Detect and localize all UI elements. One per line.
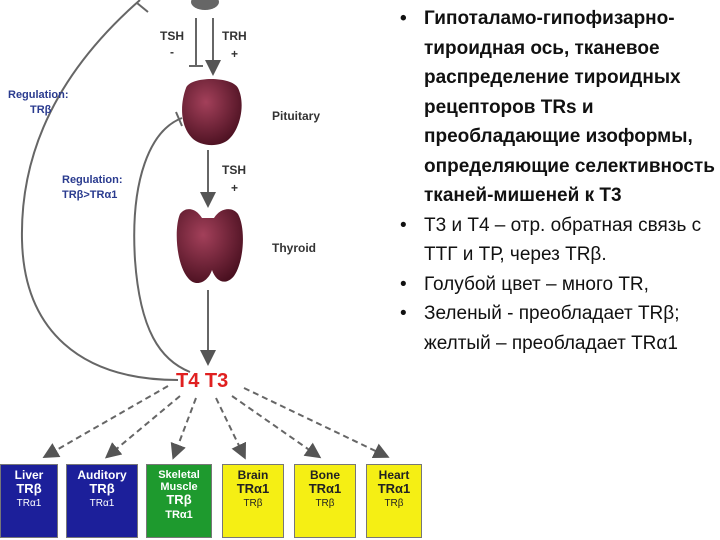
thyroid-label: Thyroid <box>272 241 316 255</box>
regulation1-line1: Regulation: <box>8 89 69 101</box>
thyroid-shape <box>176 209 243 284</box>
tissue-box-skeletal-muscle: Skeletal Muscle TRβ TRα1 <box>146 464 212 538</box>
tissue-box-bone: Bone TRα1 TRβ <box>294 464 356 538</box>
trh-label: TRH <box>222 29 247 43</box>
tsh-top-sign: - <box>170 45 174 59</box>
tissue-primary-receptor: TRα1 <box>308 481 342 497</box>
tissue-name: Skeletal Muscle <box>158 469 200 494</box>
tissue-name: Heart <box>378 468 410 482</box>
bullet-text: Голубой цвет – много TR, <box>424 273 649 295</box>
bullet-text: Т3 и Т4 – отр. обратная связь с ТТГ и ТР… <box>424 214 702 266</box>
tissue-box-auditory: Auditory TRβ TRα1 <box>66 464 138 538</box>
feedback-curve-outer <box>20 0 179 381</box>
bullet-text: Гипоталамо-гипофизарно-тироидная ось, тк… <box>424 8 715 206</box>
trh-sign: + <box>231 47 238 61</box>
bullet-item: •Т3 и Т4 – отр. обратная связь с ТТГ и Т… <box>400 214 702 266</box>
pituitary-shape <box>182 79 242 146</box>
tissue-secondary-receptor: TRα1 <box>165 509 193 522</box>
distribution-arrows <box>42 385 390 460</box>
tissue-primary-receptor: TRβ <box>16 481 42 497</box>
bullet-item: •Гипоталамо-гипофизарно-тироидная ось, т… <box>400 8 715 206</box>
tissue-secondary-receptor: TRβ <box>243 498 263 510</box>
tsh-top-label: TSH <box>160 29 184 43</box>
pituitary-label: Pituitary <box>272 109 320 123</box>
regulation1-line2: TRβ <box>30 104 52 116</box>
tissue-primary-receptor: TRβ <box>166 492 192 508</box>
tissue-box-brain: Brain TRα1 TRβ <box>222 464 284 538</box>
bullet-list: •Гипоталамо-гипофизарно-тироидная ось, т… <box>392 4 718 358</box>
tissue-name: Bone <box>310 468 340 482</box>
tissue-primary-receptor: TRα1 <box>236 481 270 497</box>
tissue-box-heart: Heart TRα1 TRβ <box>366 464 422 538</box>
tissue-primary-receptor: TRα1 <box>377 481 411 497</box>
tissue-secondary-receptor: TRα1 <box>89 498 115 510</box>
feedback-curve-inner <box>133 117 191 373</box>
bullet-item: •Зеленый - преобладает TRβ; желтый – пре… <box>400 303 680 354</box>
tissue-secondary-receptor: TRα1 <box>16 498 42 510</box>
tissue-name: Auditory <box>77 468 127 482</box>
tsh-mid-label: TSH <box>222 163 246 177</box>
thyroid-axis-diagram: TSH - TRH + Pituitary Regulation: TRβ Re… <box>8 0 390 460</box>
regulation2-line2: TRβ>TRα1 <box>62 189 117 201</box>
tissue-name: Brain <box>237 468 269 482</box>
tissue-primary-receptor: TRβ <box>89 481 115 497</box>
bullet-text: Зеленый - преобладает TRβ; желтый – прео… <box>424 303 680 354</box>
tissue-secondary-receptor: TRβ <box>384 498 404 510</box>
tissue-name: Liver <box>14 468 44 482</box>
regulation2-line1: Regulation: <box>62 174 123 186</box>
bullet-item: •Голубой цвет – много TR, <box>400 273 649 295</box>
hypothalamus-shape <box>191 0 219 10</box>
tissue-box-liver: Liver TRβ TRα1 <box>0 464 58 538</box>
tsh-mid-sign: + <box>231 181 238 195</box>
tissue-secondary-receptor: TRβ <box>315 498 335 510</box>
hormones-label: T4 T3 <box>176 370 228 392</box>
